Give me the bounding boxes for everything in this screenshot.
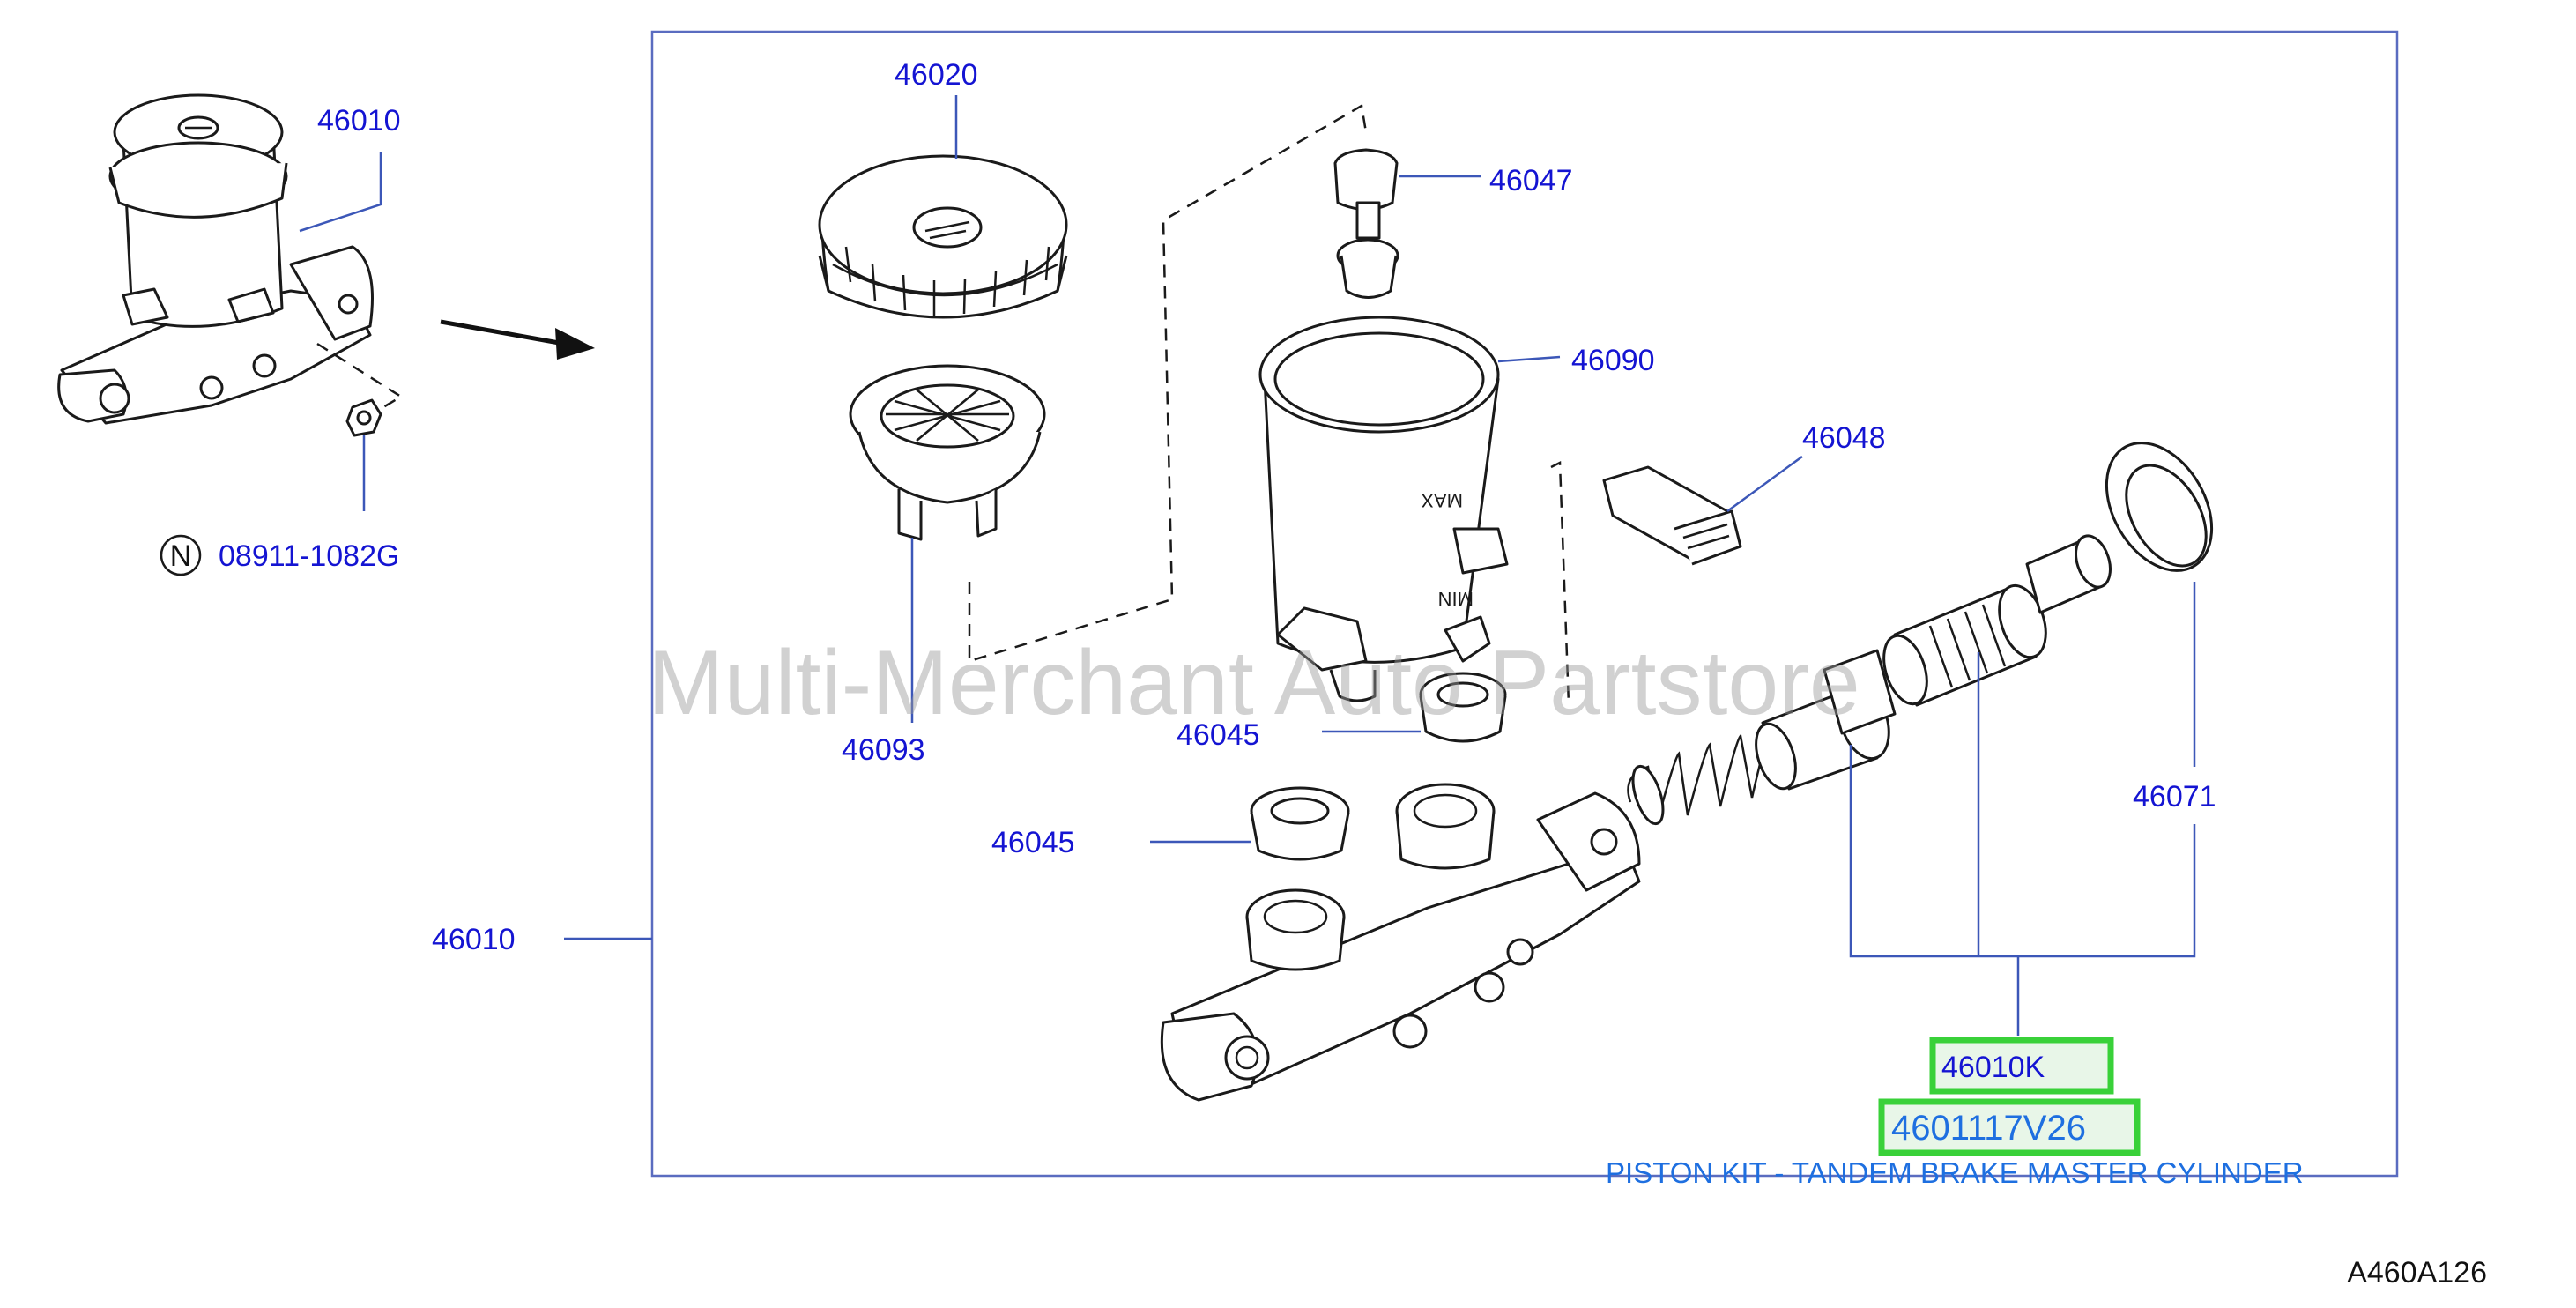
assembled-master-cylinder	[57, 93, 404, 511]
connector	[1602, 465, 1742, 566]
label-strainer[interactable]: 46093	[842, 733, 925, 767]
piston-assembly	[1627, 442, 2214, 826]
reservoir-cap	[818, 154, 1068, 319]
piston-kit-code-1-box	[1929, 1037, 2114, 1095]
piston-kit-code-1[interactable]: 46010K	[1941, 1051, 2045, 1084]
reservoir-strainer	[849, 364, 1046, 541]
grommet-lower	[1250, 786, 1350, 861]
label-grommet-lower[interactable]: 46045	[991, 826, 1075, 859]
label-body[interactable]: 46010	[432, 923, 516, 956]
label-grommet-upper[interactable]: 46045	[1177, 718, 1260, 752]
watermark: Multi-Merchant Auto Partstore	[648, 632, 1860, 734]
piston-kit-code-2[interactable]: 4601117V26	[1891, 1109, 2086, 1148]
figure-code: A460A126	[2347, 1256, 2487, 1289]
nut-badge-circle	[160, 534, 202, 576]
nut-callout[interactable]: N 08911-1082G	[160, 534, 399, 576]
cylinder-body	[1160, 783, 1641, 1102]
label-assembly-top[interactable]: 46010	[317, 104, 401, 137]
min-mark: MIN	[1438, 588, 1474, 610]
piston-kit-code-2-box	[1878, 1098, 2141, 1156]
nut-badge: N	[170, 539, 192, 573]
piston-kit-code-box[interactable]: 46010K 4601117V26	[1878, 1037, 2141, 1156]
label-piston-parts[interactable]: 46071	[2133, 780, 2216, 814]
label-connector[interactable]: 46048	[1802, 421, 1886, 455]
label-reservoir-pin[interactable]: 46047	[1489, 164, 1573, 197]
max-mark: MAX	[1421, 489, 1463, 511]
piston-kit-description[interactable]: PISTON KIT - TANDEM BRAKE MASTER CYLINDE…	[1606, 1156, 2304, 1189]
reservoir-pin	[1333, 148, 1399, 299]
arrow-icon	[440, 319, 595, 360]
exploded-view-frame	[650, 30, 2399, 1178]
grommet-upper	[1419, 672, 1507, 743]
label-cap[interactable]: 46020	[895, 58, 978, 92]
fluid-reservoir: MAX MIN	[1258, 316, 1509, 702]
label-reservoir[interactable]: 46090	[1571, 344, 1655, 377]
label-nut[interactable]: 08911-1082G	[219, 539, 399, 573]
